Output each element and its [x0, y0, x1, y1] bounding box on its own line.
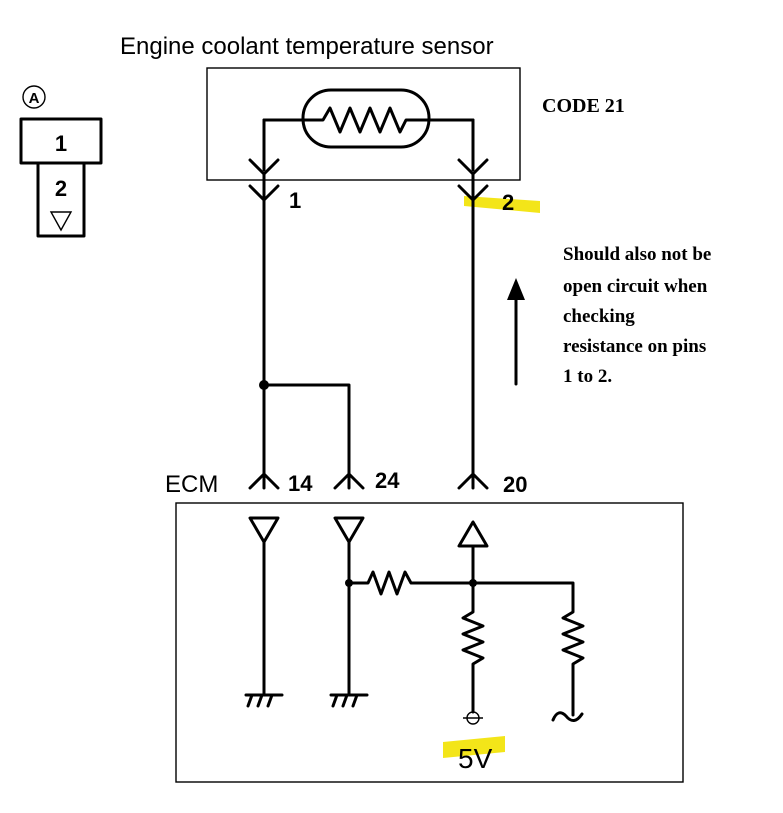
ecm-terminal-24	[333, 472, 365, 490]
note-line-1: Should also not be	[563, 244, 711, 265]
code-label: CODE 21	[542, 95, 625, 117]
note-line-2: open circuit when	[563, 276, 708, 297]
ecm-pin-20-label: 20	[503, 472, 527, 497]
ground-14-icon	[244, 693, 284, 708]
connector-pin-2-label: 2	[55, 176, 67, 201]
sensor-housing	[206, 67, 521, 181]
sensor-title: Engine coolant temperature sensor	[120, 33, 494, 60]
wire-branch-24	[262, 383, 351, 490]
thermistor-icon	[262, 88, 475, 172]
ecm-label: ECM	[165, 471, 218, 498]
signal-resistor-icon	[471, 581, 585, 717]
input-24-buffer-icon	[333, 516, 365, 697]
sensor-pin-2-label: 2	[502, 190, 514, 215]
reference-resistor-icon	[461, 581, 485, 714]
five-volt-label: 5V	[458, 743, 493, 774]
ecm-terminal-20	[457, 472, 489, 490]
ecm-terminal-14	[248, 472, 280, 490]
note-line-3: checking	[563, 306, 635, 327]
pin-2-highlight	[464, 196, 540, 213]
ecm-housing	[175, 502, 684, 783]
ecm-pin-24-label: 24	[375, 468, 400, 493]
connector-pin-1-label: 1	[55, 131, 67, 156]
resistance-note: Should also not be open circuit when che…	[563, 244, 716, 387]
connector-symbol: A 1 2	[19, 85, 103, 238]
five-volt-highlight	[443, 736, 505, 758]
ac-source-icon	[551, 711, 584, 722]
input-14-buffer-icon	[248, 516, 280, 697]
ecm-pin-14-label: 14	[288, 471, 313, 496]
note-line-5: 1 to 2.	[563, 366, 612, 387]
connector-id-label: A	[29, 90, 40, 107]
up-arrow-icon	[507, 278, 525, 386]
pullup-resistor-icon	[347, 570, 475, 596]
connector-key-triangle-icon	[49, 211, 73, 232]
note-line-4: resistance on pins	[563, 336, 706, 357]
sensor-pin-1-label: 1	[289, 188, 301, 213]
ground-24-icon	[329, 693, 369, 708]
output-20-buffer-icon	[457, 520, 489, 585]
five-volt-terminal-icon	[463, 711, 483, 725]
